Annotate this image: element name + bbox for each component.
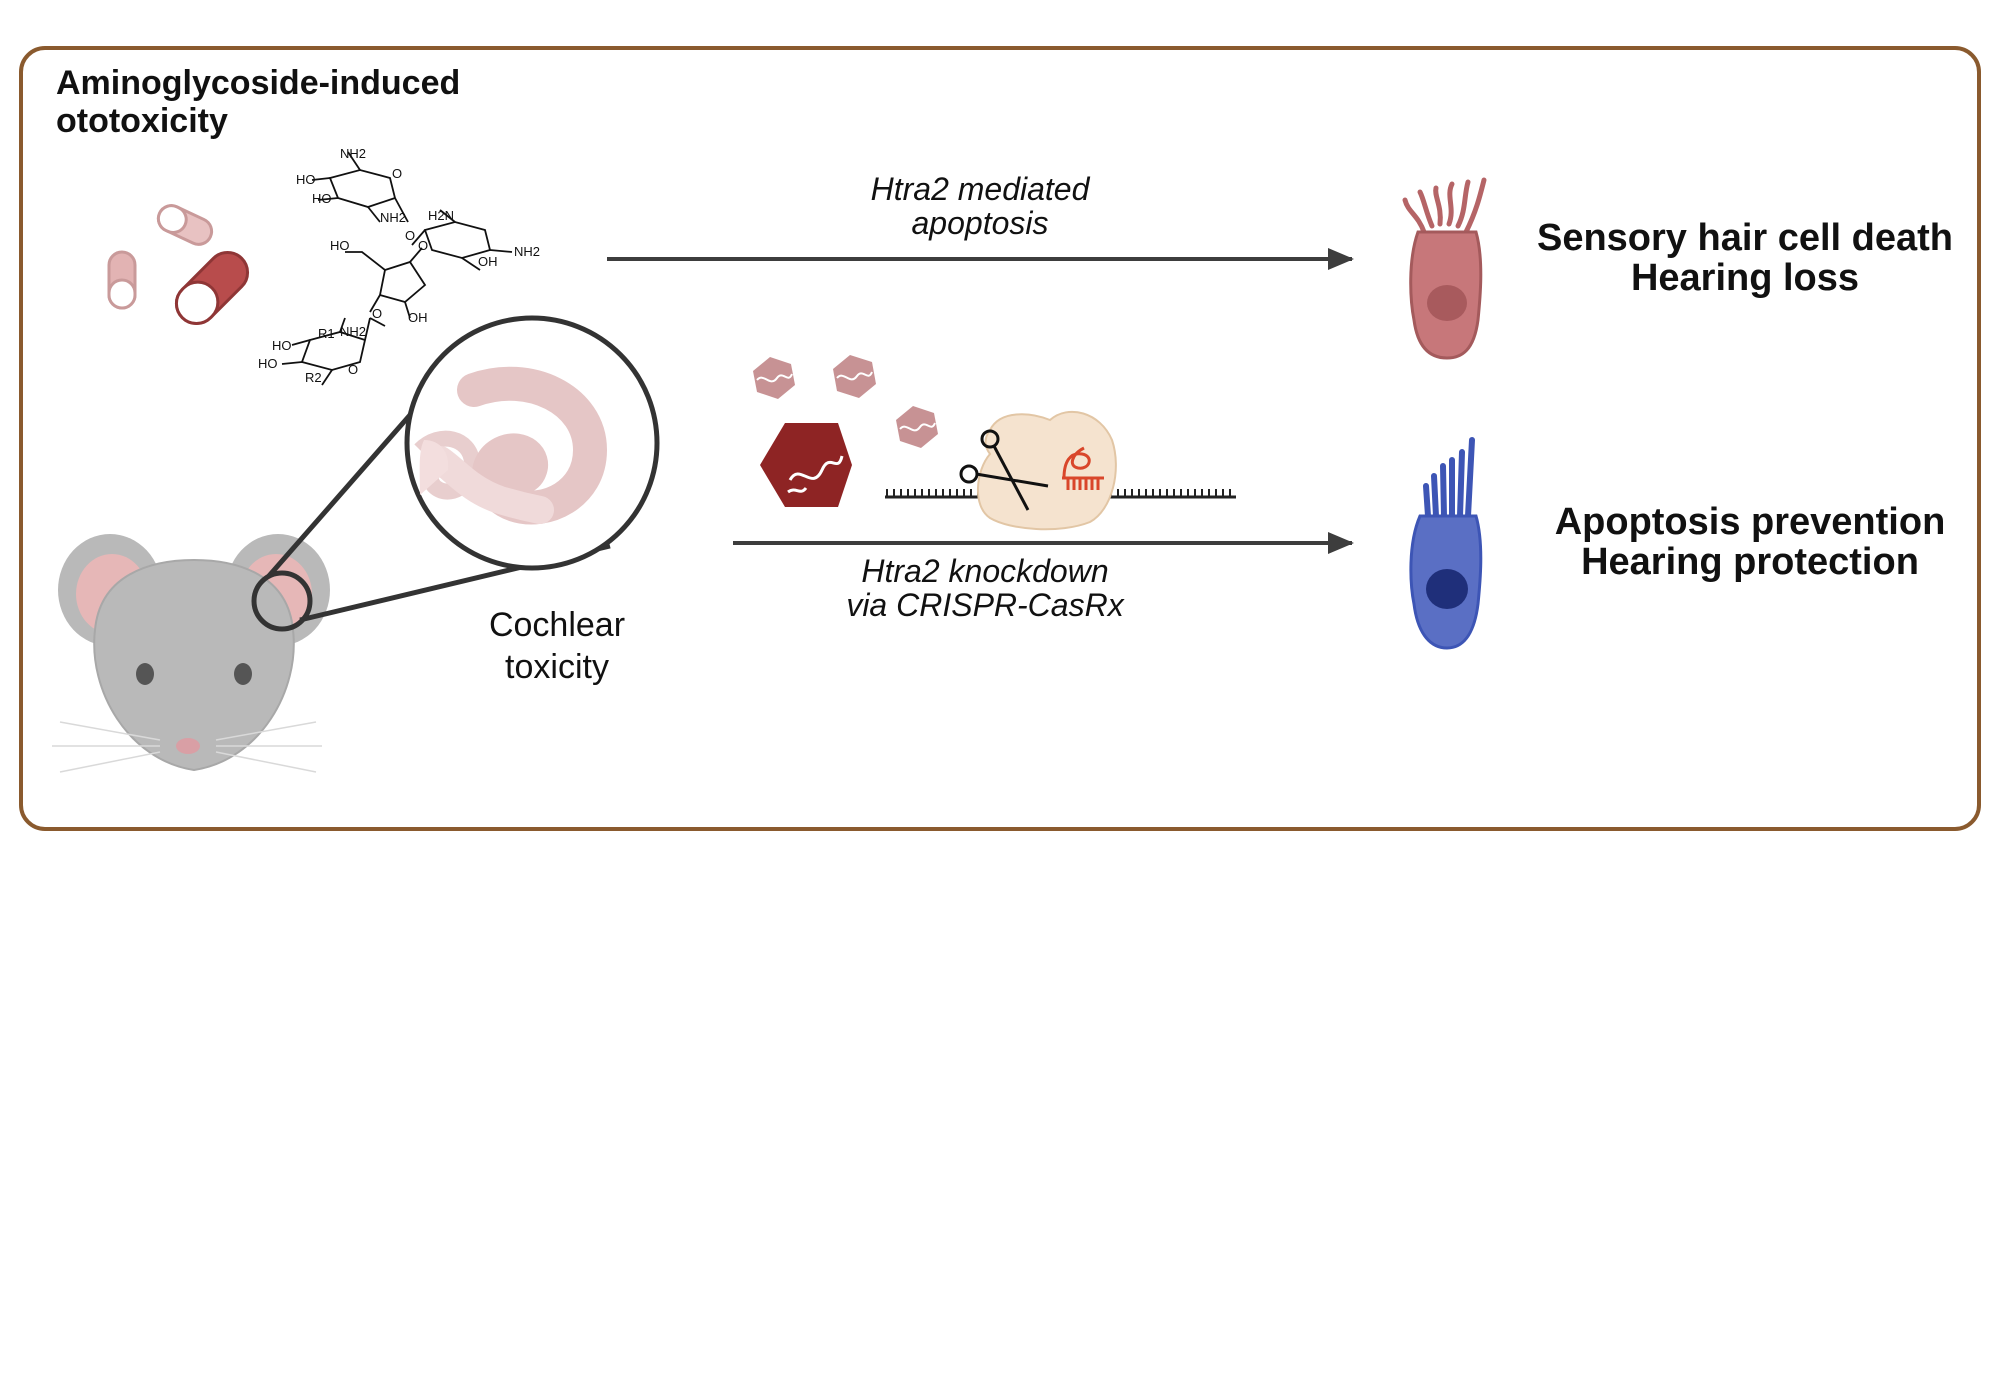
cochlea-icon — [414, 366, 608, 525]
bottom-outcome: Apoptosis prevention Hearing protection — [1540, 502, 1960, 582]
chemical-labels: NH2 HO HO NH2 H2N O NH2 OH HO OH HO HO R… — [258, 146, 540, 385]
knockdown-arrow-label-line2: via CRISPR-CasRx — [846, 587, 1124, 623]
chem-label-r2: R2 — [305, 370, 322, 385]
mouse-head-icon — [52, 534, 330, 773]
apoptosis-arrow-label: Htra2 mediated apoptosis — [840, 172, 1120, 240]
knockdown-arrow-label: Htra2 knockdown via CRISPR-CasRx — [830, 554, 1140, 622]
chem-label-ho-d: HO — [272, 338, 292, 353]
panel-title-line1: Aminoglycoside-induced — [56, 64, 461, 102]
chem-label-oh-a: OH — [478, 254, 498, 269]
chem-label-nh2-a: NH2 — [340, 146, 366, 161]
panel-title-line2: ototoxicity — [56, 102, 228, 140]
chem-label-o-e: O — [372, 306, 382, 321]
scissors-icon — [959, 429, 1049, 511]
capsule-icon — [107, 250, 137, 310]
bottom-outcome-line1: Apoptosis prevention — [1554, 501, 1946, 543]
chem-label-o-b: O — [348, 362, 358, 377]
hair-cell-icon — [1402, 177, 1487, 360]
top-outcome-line2: Hearing loss — [1630, 257, 1860, 299]
hair-cell-icon — [1409, 437, 1483, 650]
knockdown-arrow-label-line1: Htra2 knockdown — [861, 553, 1109, 589]
cochlear-toxicity-line1: Cochlear — [488, 606, 626, 644]
capsule-icon — [156, 204, 214, 246]
chem-label-o-c: O — [392, 166, 402, 181]
aav-vector-icon — [760, 423, 852, 507]
chem-label-ho-a: HO — [296, 172, 316, 187]
top-outcome: Sensory hair cell death Hearing loss — [1530, 218, 1960, 298]
chem-label-o-a: O — [405, 228, 415, 243]
chem-label-r1: R1 — [318, 326, 335, 341]
chem-label-ho-b: HO — [312, 191, 332, 206]
chem-label-o-d: O — [418, 238, 428, 253]
bottom-outcome-line2: Hearing protection — [1581, 541, 1919, 583]
aav-vector-icon — [833, 355, 876, 398]
chem-label-nh2-d: NH2 — [340, 324, 366, 339]
aav-vector-icon — [896, 406, 938, 448]
chem-label-oh-b: OH — [408, 310, 428, 325]
cochlear-toxicity-line2: toxicity — [505, 648, 609, 686]
top-outcome-line1: Sensory hair cell death — [1536, 217, 1954, 259]
panel-border — [19, 46, 1981, 831]
chem-label-ho-e: HO — [258, 356, 278, 371]
guide-rna-icon — [1062, 446, 1104, 490]
casrx-protein-icon — [976, 410, 1117, 531]
chem-label-nh2-b: NH2 — [380, 210, 406, 225]
apoptosis-arrow-label-line1: Htra2 mediated — [870, 171, 1090, 207]
apoptosis-arrow-label-line2: apoptosis — [911, 205, 1049, 241]
panel-title: Aminoglycoside-induced ototoxicity — [56, 64, 460, 140]
aav-vector-icon — [753, 357, 795, 399]
chemical-structure-icon — [281, 151, 513, 386]
cochlear-toxicity-label: Cochlear toxicity — [457, 604, 657, 688]
chem-label-ho-c: HO — [330, 238, 350, 253]
capsule-icon — [174, 250, 250, 326]
chem-label-h2n: H2N — [428, 208, 454, 223]
chem-label-nh2-c: NH2 — [514, 244, 540, 259]
